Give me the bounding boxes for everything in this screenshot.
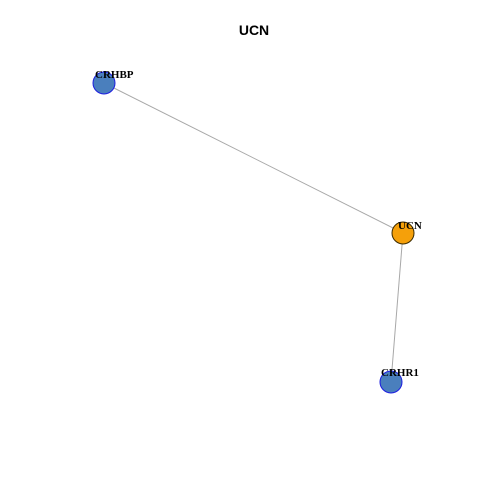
node-label-crhbp: CRHBP	[95, 69, 134, 81]
edge-crhbp-ucn	[103, 82, 404, 234]
node-circle-crhbp	[92, 71, 116, 95]
node-ucn: UCN	[391, 220, 422, 245]
node-crhbp: CRHBP	[92, 69, 134, 95]
node-label-crhr1: CRHR1	[381, 367, 419, 379]
nodes-layer: CRHBP UCN CRHR1	[92, 69, 422, 394]
edge-ucn-crhr1	[390, 232, 404, 383]
edges-layer	[103, 82, 404, 383]
node-circle-ucn	[391, 221, 415, 245]
graph-title: UCN	[239, 22, 269, 38]
node-label-ucn: UCN	[398, 220, 422, 232]
node-circle-crhr1	[379, 370, 403, 394]
node-crhr1: CRHR1	[379, 367, 419, 394]
